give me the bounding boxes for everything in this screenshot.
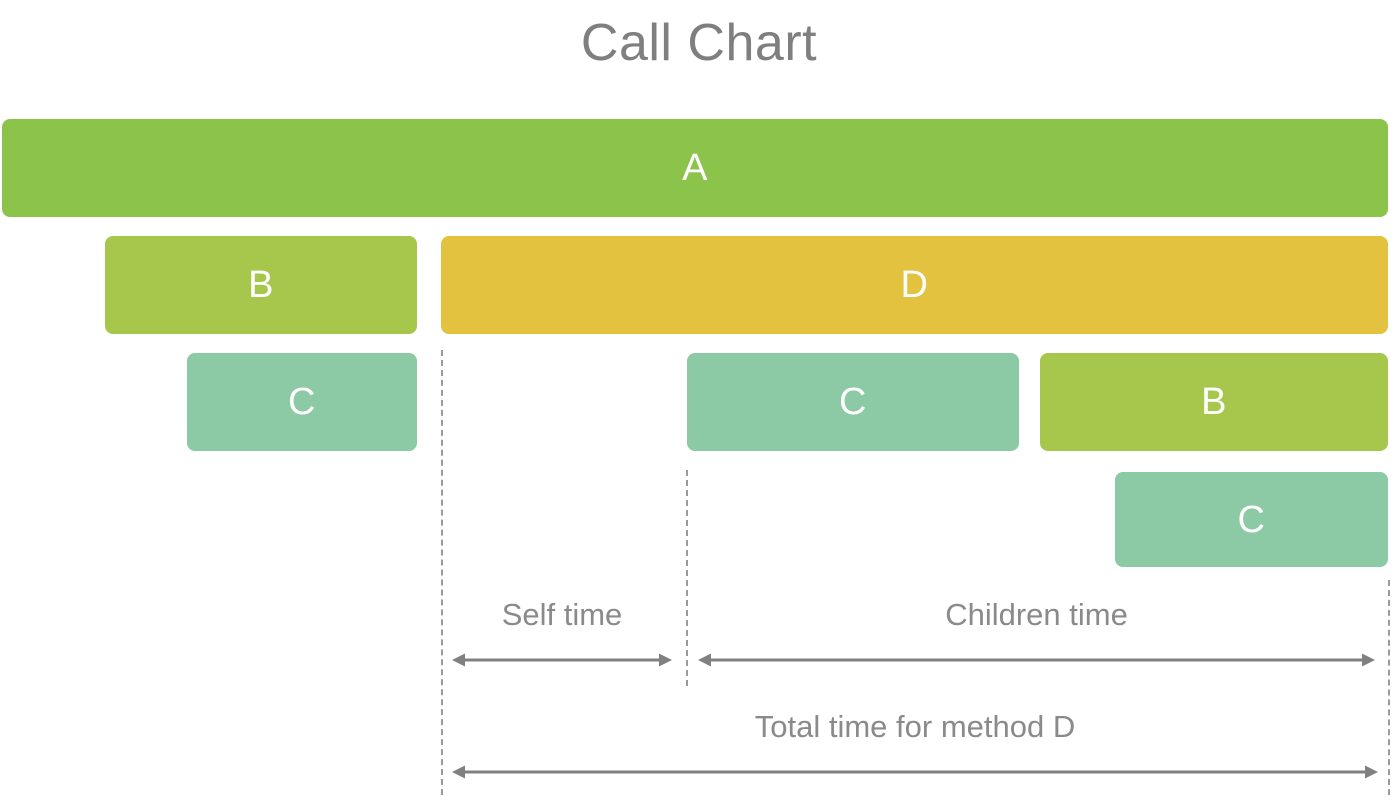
measurement-arrow-children-time — [698, 650, 1375, 670]
measurement-label-total-time-for-method-d: Total time for method D — [754, 709, 1076, 744]
call-frame-label: D — [900, 264, 929, 306]
call-frame-c-depth3[interactable]: C — [1115, 472, 1388, 567]
page-title: Call Chart — [580, 14, 818, 72]
guide-line-d-end — [1388, 580, 1390, 795]
call-frame-label: B — [248, 264, 274, 306]
call-frame-c-depth2[interactable]: C — [187, 353, 417, 451]
guide-line-d-start — [441, 350, 443, 795]
measurement-arrow-self-time — [452, 650, 672, 670]
call-frame-label: C — [1237, 498, 1266, 541]
measurement-label-self-time: Self time — [501, 597, 623, 632]
call-frame-b-depth2[interactable]: B — [1040, 353, 1388, 451]
call-frame-b-depth1[interactable]: B — [105, 236, 417, 334]
measurement-label-children-time: Children time — [945, 597, 1128, 632]
guide-line-self-children-split — [686, 470, 688, 686]
call-frame-label: B — [1201, 381, 1227, 423]
call-frame-label: A — [682, 147, 708, 189]
call-frame-a-depth0[interactable]: A — [2, 119, 1388, 217]
call-frame-d-depth1[interactable]: D — [441, 236, 1388, 334]
measurement-arrow-total-time-for-method-d — [452, 762, 1378, 782]
call-frame-c-depth2[interactable]: C — [687, 353, 1019, 451]
call-frame-label: C — [839, 381, 867, 423]
call-frame-label: C — [288, 381, 316, 423]
